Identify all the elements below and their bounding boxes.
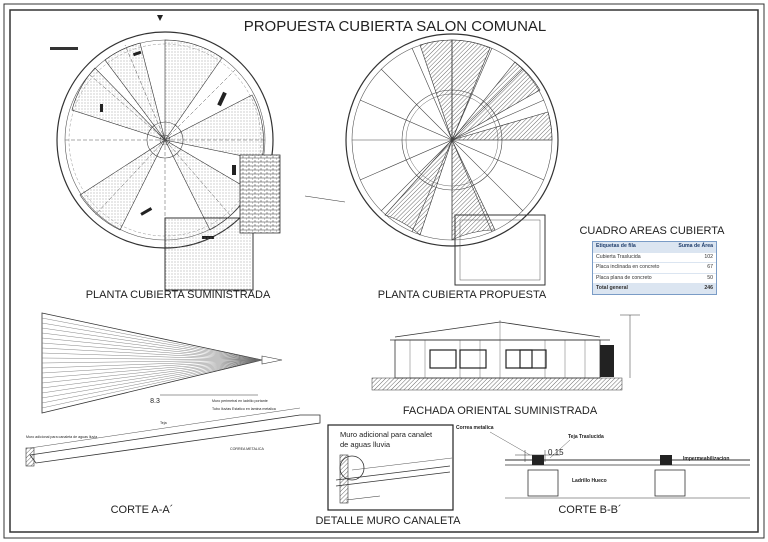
total-label: Total general <box>596 285 628 291</box>
areas-header-label: Etiquetas de fila <box>596 243 636 249</box>
note-teja-traslucida: Teja Traslucida <box>568 434 604 440</box>
row-label: Placa inclinada en concreto <box>596 264 660 270</box>
detalle-drawing <box>327 424 454 511</box>
label-corte-aa: CORTE A-A´ <box>111 504 174 516</box>
note-corte-teja: Teja <box>160 421 167 425</box>
note-ladrillo-hueco: Ladrillo Hueco <box>572 478 607 484</box>
row-value: 102 <box>704 253 713 260</box>
table-row: Cubierta Traslucida 102 <box>593 253 716 263</box>
row-label: Cubierta Traslucida <box>596 253 641 260</box>
label-corte-bb: CORTE B-B´ <box>558 504 621 516</box>
note-corte-correa: CORREA METALICA <box>230 447 264 451</box>
note-corte-muro: Muro adicional para canaleta de aguas ll… <box>26 435 97 439</box>
areas-table: Etiquetas de fila Suma de Área Cubierta … <box>592 241 717 295</box>
scale-bar-icon <box>50 47 78 50</box>
sheet-title: PROPUESTA CUBIERTA SALON COMUNAL <box>244 18 547 35</box>
table-row: Placa plana de concreto 50 <box>593 274 716 284</box>
note-corte-tubo: Tubo lluvias Estatico en lamina metalica <box>212 407 276 411</box>
label-detalle: DETALLE MURO CANALETA <box>315 515 461 527</box>
areas-title: CUADRO AREAS CUBIERTA <box>579 225 725 237</box>
areas-header-value: Suma de Área <box>678 243 713 249</box>
total-value: 246 <box>704 285 713 291</box>
note-corte-muro-perimetral: Muro perimetral en ladrillo portante <box>212 399 268 403</box>
areas-table-total: Total general 246 <box>593 284 716 294</box>
label-fachada: FACHADA ORIENTAL SUMINISTRADA <box>403 405 598 417</box>
label-planta-propuesta: PLANTA CUBIERTA PROPUESTA <box>378 289 547 301</box>
note-muro-adicional-2: de aguas lluvia <box>340 440 391 449</box>
dim-8-3: 8.3 <box>150 398 160 405</box>
note-impermeabilizacion: Impermeabilizacion <box>683 456 729 462</box>
row-value: 50 <box>707 274 713 281</box>
planta-propuesta-drawing <box>304 33 559 286</box>
dim-0-15: 0.15 <box>548 448 564 457</box>
row-value: 67 <box>707 264 713 270</box>
north-arrow-icon <box>157 15 163 21</box>
planta-suministrada-drawing <box>56 31 281 291</box>
corte-bb-drawing <box>489 431 750 499</box>
sheet-border-inner <box>9 9 759 533</box>
note-correa-metalica: Correa metalica <box>456 425 494 431</box>
corte-aa-drawing <box>25 312 321 467</box>
areas-table-header: Etiquetas de fila Suma de Área <box>593 242 716 253</box>
table-row: Placa inclinada en concreto 67 <box>593 263 716 274</box>
fachada-drawing <box>371 314 640 391</box>
row-label: Placa plana de concreto <box>596 274 652 281</box>
note-muro-adicional-1: Muro adicional para canalet <box>340 430 433 439</box>
label-planta-suministrada: PLANTA CUBIERTA SUMINISTRADA <box>86 289 271 301</box>
sheet-border-outer <box>3 3 765 539</box>
